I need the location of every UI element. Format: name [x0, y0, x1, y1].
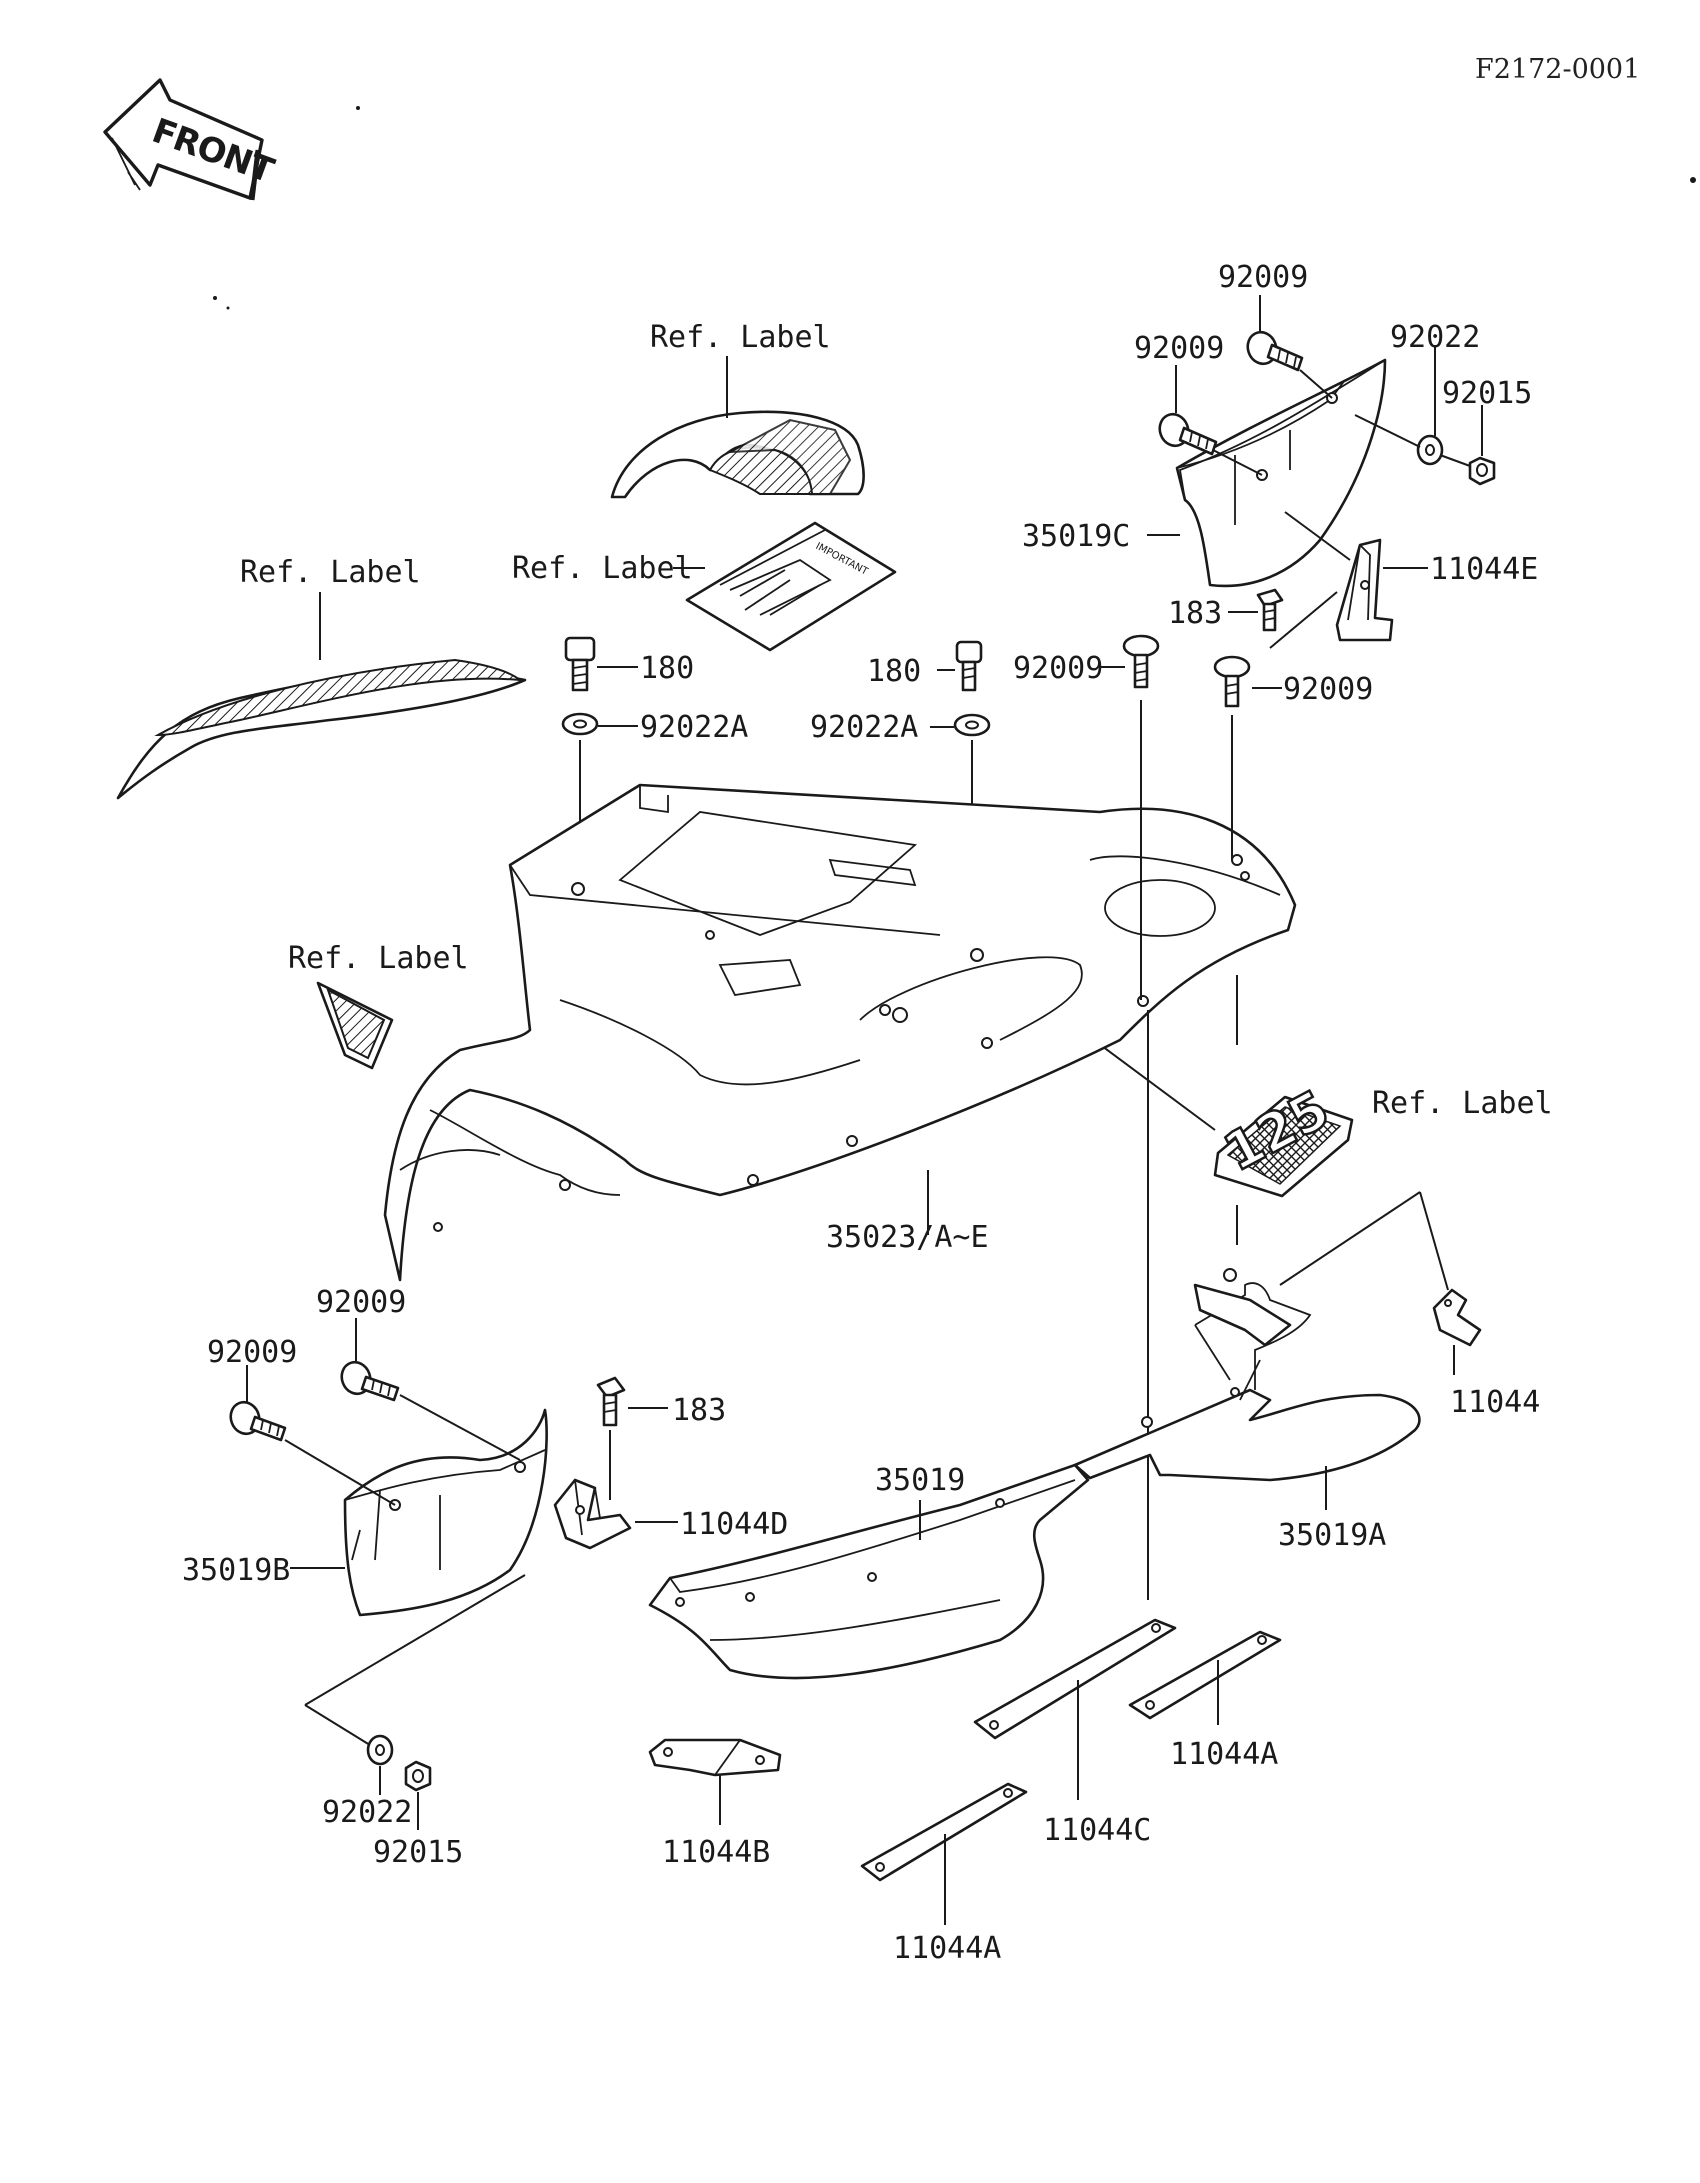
label-11044B: 11044B: [662, 1835, 770, 1870]
label-11044C: 11044C: [1043, 1813, 1151, 1848]
bolt-183-upper: [1256, 588, 1284, 632]
label-92022-upper: 92022: [1390, 320, 1480, 355]
nut-92015-lower: [404, 1760, 432, 1792]
label-92022-lower: 92022: [322, 1795, 412, 1830]
bracket-11044B: [648, 1738, 782, 1777]
ref-label-125: Ref. Label: [1372, 1086, 1553, 1121]
bolt-92009-right: [1213, 655, 1251, 708]
bracket-11044E: [1335, 538, 1394, 642]
label-11044D: 11044D: [680, 1507, 788, 1542]
reflector-decal: [316, 981, 394, 1070]
label-92009-lower-a: 92009: [316, 1285, 406, 1320]
label-35019C: 35019C: [1022, 519, 1130, 554]
flap-35019A: [1073, 1268, 1421, 1482]
label-183-lower: 183: [672, 1393, 726, 1428]
washer-92022-lower: [366, 1734, 394, 1766]
label-35023: 35023/A~E: [826, 1220, 989, 1255]
rear-fender-35023: [383, 783, 1297, 1282]
bracket-11044C: [973, 1618, 1177, 1740]
bolt-92009-lower-b: [229, 1400, 287, 1442]
fender-top-decal: [610, 410, 865, 499]
label-183-upper: 183: [1168, 596, 1222, 631]
flap-35019: [648, 1463, 1090, 1680]
washer-92022-upper: [1416, 434, 1444, 466]
ref-label-top: Ref. Label: [650, 320, 831, 355]
bracket-11044A-right: [1128, 1630, 1282, 1720]
nut-92015-upper: [1468, 456, 1496, 486]
label-92022A-right: 92022A: [810, 710, 918, 745]
label-180-left: 180: [640, 651, 694, 686]
label-35019: 35019: [875, 1463, 965, 1498]
bolt-92009-center: [1122, 634, 1160, 689]
label-180-right: 180: [867, 654, 921, 689]
label-92009-right: 92009: [1283, 672, 1373, 707]
label-92009-center: 92009: [1013, 651, 1103, 686]
label-92009-lower-b: 92009: [207, 1335, 297, 1370]
label-92015-upper: 92015: [1442, 376, 1532, 411]
label-11044E: 11044E: [1430, 552, 1538, 587]
ref-label-small: Ref. Label: [288, 941, 469, 976]
label-11044A-right: 11044A: [1170, 1737, 1278, 1772]
flap-35019B: [343, 1408, 548, 1617]
flap-35019C: [1175, 358, 1387, 588]
bolt-92009-upper-a: [1246, 330, 1304, 372]
label-11044A-bottom: 11044A: [893, 1931, 1001, 1966]
bolt-183-lower: [596, 1376, 626, 1427]
warning-card-decal: IMPORTANT: [685, 521, 897, 652]
bolt-180-right: [955, 640, 983, 692]
label-35019B: 35019B: [182, 1553, 290, 1588]
ref-label-card: Ref. Label: [512, 551, 693, 586]
label-92009-upper-a: 92009: [1218, 260, 1308, 295]
label-11044: 11044: [1450, 1385, 1540, 1420]
bracket-11044D: [553, 1478, 632, 1550]
fender-side-decal: [116, 658, 527, 800]
label-92022A-left: 92022A: [640, 710, 748, 745]
bolt-180-left: [564, 636, 596, 692]
label-35019A: 35019A: [1278, 1518, 1386, 1553]
washer-92022A-right: [953, 713, 991, 737]
ref-label-left: Ref. Label: [240, 555, 421, 590]
front-arrow-icon: FRONT: [103, 78, 280, 201]
diagram-code: F2172-0001: [1475, 54, 1640, 85]
number-125-decal: 125: [1214, 1078, 1354, 1198]
washer-92022A-left: [561, 712, 599, 736]
label-92009-upper-b: 92009: [1134, 331, 1224, 366]
bracket-11044A-bottom: [860, 1782, 1028, 1882]
bolt-92009-upper-b: [1158, 412, 1218, 456]
bracket-11044: [1432, 1288, 1482, 1347]
label-92015-lower: 92015: [373, 1835, 463, 1870]
bolt-92009-lower-a: [340, 1360, 400, 1402]
